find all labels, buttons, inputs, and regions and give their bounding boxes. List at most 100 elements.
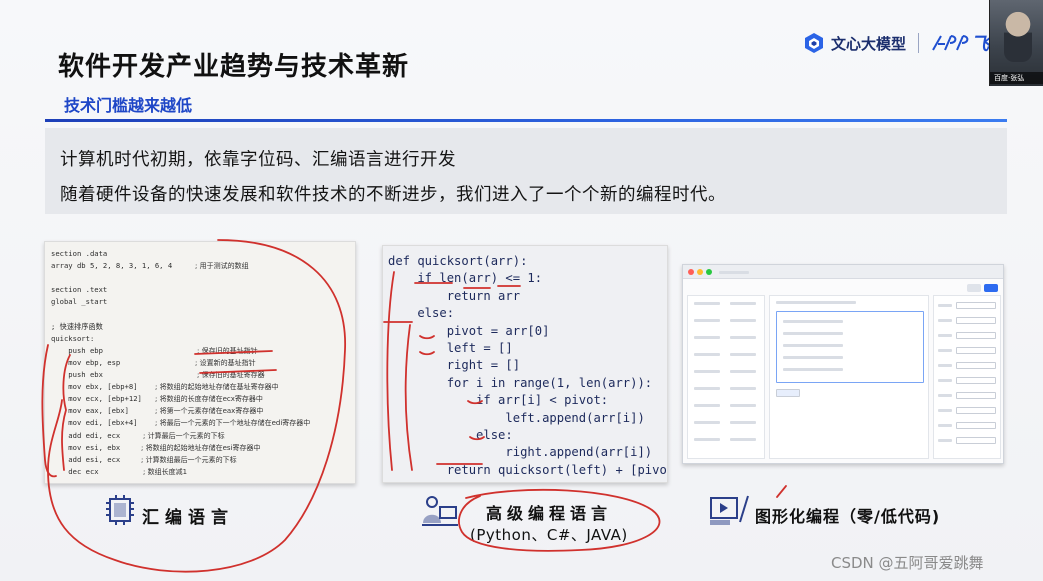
gui-toolbar-button [967,284,981,292]
gui-component-palette [687,295,765,459]
title-divider [45,119,1007,122]
assembly-code-comment: ; 计算数组最后一个元素的下标 [141,455,237,464]
python-caption: 高级编程语言 [486,504,613,523]
palette-item-placeholder [730,336,756,339]
python-code-line: return arr [388,288,521,303]
logo-separator [918,33,920,53]
palette-item-placeholder [730,438,756,441]
lowcode-editor-screenshot [682,264,1004,464]
python-code-line: left = [] [388,341,513,355]
cpu-chip-icon [106,495,134,525]
assembly-code-line: add esi, ecx [51,454,121,464]
assembly-code-line: push ebx [51,370,103,379]
assembly-code-comment: ; 保存旧的基址指针 [197,346,258,355]
assembly-code-line: section .data [51,249,108,258]
assembly-code-line: mov ecx, [ebp+12] [51,394,142,404]
palette-item-placeholder [730,421,756,424]
property-label-placeholder [938,379,952,382]
gui-caption: 图形化编程（零/低代码) [755,507,941,526]
property-field-placeholder [956,347,996,354]
gui-primary-button [984,284,998,292]
form-field-placeholder [783,344,843,347]
paddle-logo-icon [932,35,969,51]
python-code-line: right = [] [388,358,521,373]
property-field-placeholder [956,362,996,369]
property-label-placeholder [938,334,952,337]
property-field-placeholder [956,392,996,399]
property-field-placeholder [956,422,996,429]
intro-line-1: 计算机时代初期，依靠字位码、汇编语言进行开发 [60,150,456,170]
slide-subtitle: 技术门槛越来越低 [64,96,193,115]
assembly-code-comment: ; 用于测试的数组 [195,262,249,271]
assembly-code-line: mov ebx, [ebp+8] [51,382,138,392]
property-label-placeholder [938,349,952,352]
python-code-line: return quicksort(left) + [pivot] + q [446,462,667,477]
python-code-line: right.append(arr[i]) [388,445,653,460]
property-field-placeholder [956,302,996,309]
assembly-code-comment: ; 将第一个元素存储在eax寄存器中 [155,407,264,416]
python-code-line: if arr[i] < pivot: [388,393,609,408]
python-code-panel: def quicksort(arr): if len(arr) <= 1: re… [382,245,668,483]
brand-logo: 文心大模型 飞 [803,30,989,56]
property-field-placeholder [956,332,996,339]
developer-at-desk-icon [422,496,458,526]
palette-item-placeholder [694,336,720,339]
property-field-placeholder [956,407,996,414]
gui-canvas [769,295,929,459]
assembly-code-line: section .text [51,285,108,295]
python-code-line: else: [388,306,455,321]
property-field-placeholder [956,377,996,384]
property-label-placeholder [938,394,952,397]
logo-text: 文心大模型 [831,34,907,53]
form-field-placeholder [783,368,843,371]
csdn-watermark: CSDN @五阿哥爱跳舞 [831,554,984,572]
palette-item-placeholder [694,319,720,322]
palette-item-placeholder [694,353,720,356]
maximize-dot-icon [706,269,712,275]
assembly-code-comment: ; 将数组的起始地址存储在基址寄存器中 [155,383,279,392]
assembly-code-line: mov eax, [ebx] [51,406,129,416]
gui-property-panel [933,295,1001,459]
form-field-placeholder [783,356,843,359]
wenxin-logo-icon [805,33,823,53]
assembly-code-line: add edi, ecx [51,430,121,440]
window-title-placeholder [719,271,749,274]
python-caption-sub: (Python、C#、JAVA) [470,526,628,544]
assembly-code-line: dec ecx [51,466,99,476]
assembly-code-comment: ; 设置新的基址指针 [195,358,256,367]
canvas-tag [776,389,800,397]
webcam-thumbnail[interactable]: 百度·张弘 [989,0,1043,86]
intro-line-2: 随着硬件设备的快速发展和软件技术的不断进步，我们进入了一个个新的编程时代。 [60,185,726,205]
assembly-code-comment: ; 保存旧的基址寄存器 [197,371,265,379]
property-label-placeholder [938,304,952,307]
assembly-code-panel: section .data array db 5, 2, 8, 3, 1, 6, … [44,241,356,484]
canvas-form-box [776,311,924,383]
python-code-line: pivot = arr[0] [388,323,550,338]
palette-item-placeholder [694,370,720,373]
assembly-code-comment: ; 计算最后一个元素的下标 [143,431,225,440]
assembly-code-comment: ; 将数组的长度存储在ecx寄存器中 [155,395,263,404]
property-field-placeholder [956,317,996,324]
palette-item-placeholder [694,404,720,407]
assembly-code-comment: ; 数组长度减1 [143,467,188,476]
form-field-placeholder [783,320,843,323]
webcam-label: 百度·张弘 [990,72,1043,84]
property-label-placeholder [938,424,952,427]
palette-item-placeholder [694,421,720,424]
logo-partner-text: 飞 [971,34,990,55]
palette-item-placeholder [694,438,720,441]
python-code-line: def quicksort(arr): [388,254,528,268]
intro-band [45,128,1007,214]
assembly-code-line: array db 5, 2, 8, 3, 1, 6, 4 [51,261,173,271]
assembly-code-line: global _start [51,297,108,307]
slide-title: 软件开发产业趋势与技术革新 [58,52,410,82]
python-code-line: for i in range(1, len(arr)): [388,375,653,390]
python-code-line: else: [388,428,513,442]
visual-programming-icon [710,495,749,525]
palette-item-placeholder [694,387,720,390]
assembly-code-line: mov ebp, esp [51,357,121,367]
assembly-caption: 汇编语言 [142,508,234,528]
assembly-code-comment: ; 将数组的起始地址存储在esi寄存器中 [141,443,261,452]
assembly-code-line: mov edi, [ebx+4] [51,418,138,428]
